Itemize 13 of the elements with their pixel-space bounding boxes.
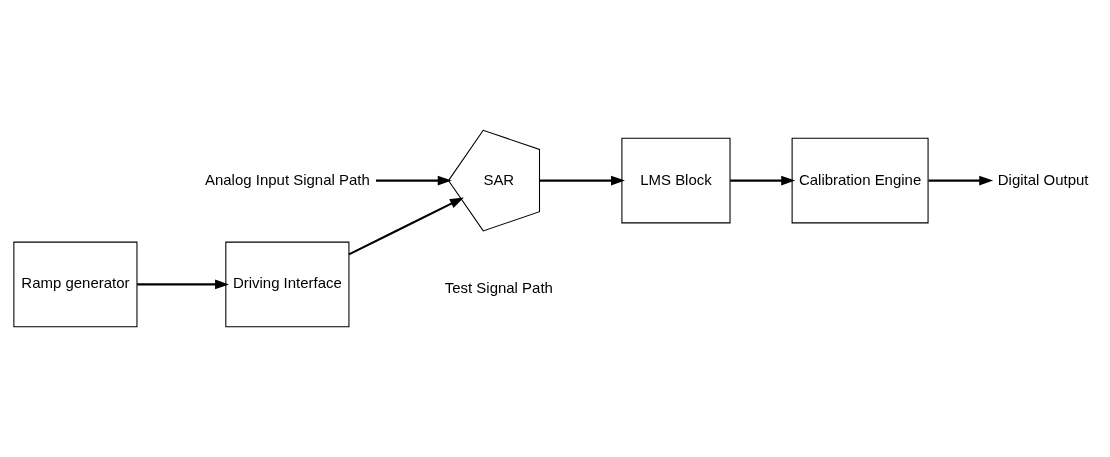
node-box: LMS Block [621, 137, 731, 224]
arrow [928, 175, 994, 186]
node-box: Driving Interface [225, 241, 350, 328]
arrow [730, 175, 796, 186]
node-box: Calibration Engine [791, 137, 929, 224]
node-text: Analog Input Signal Path [204, 170, 370, 188]
arrow [539, 175, 625, 186]
arrow [376, 175, 452, 186]
arrow [348, 197, 464, 256]
arrow [137, 279, 229, 290]
node-box: Ramp generator [13, 241, 138, 328]
node-text: Digital Output [997, 170, 1089, 188]
label: Test Signal Path [444, 278, 553, 296]
